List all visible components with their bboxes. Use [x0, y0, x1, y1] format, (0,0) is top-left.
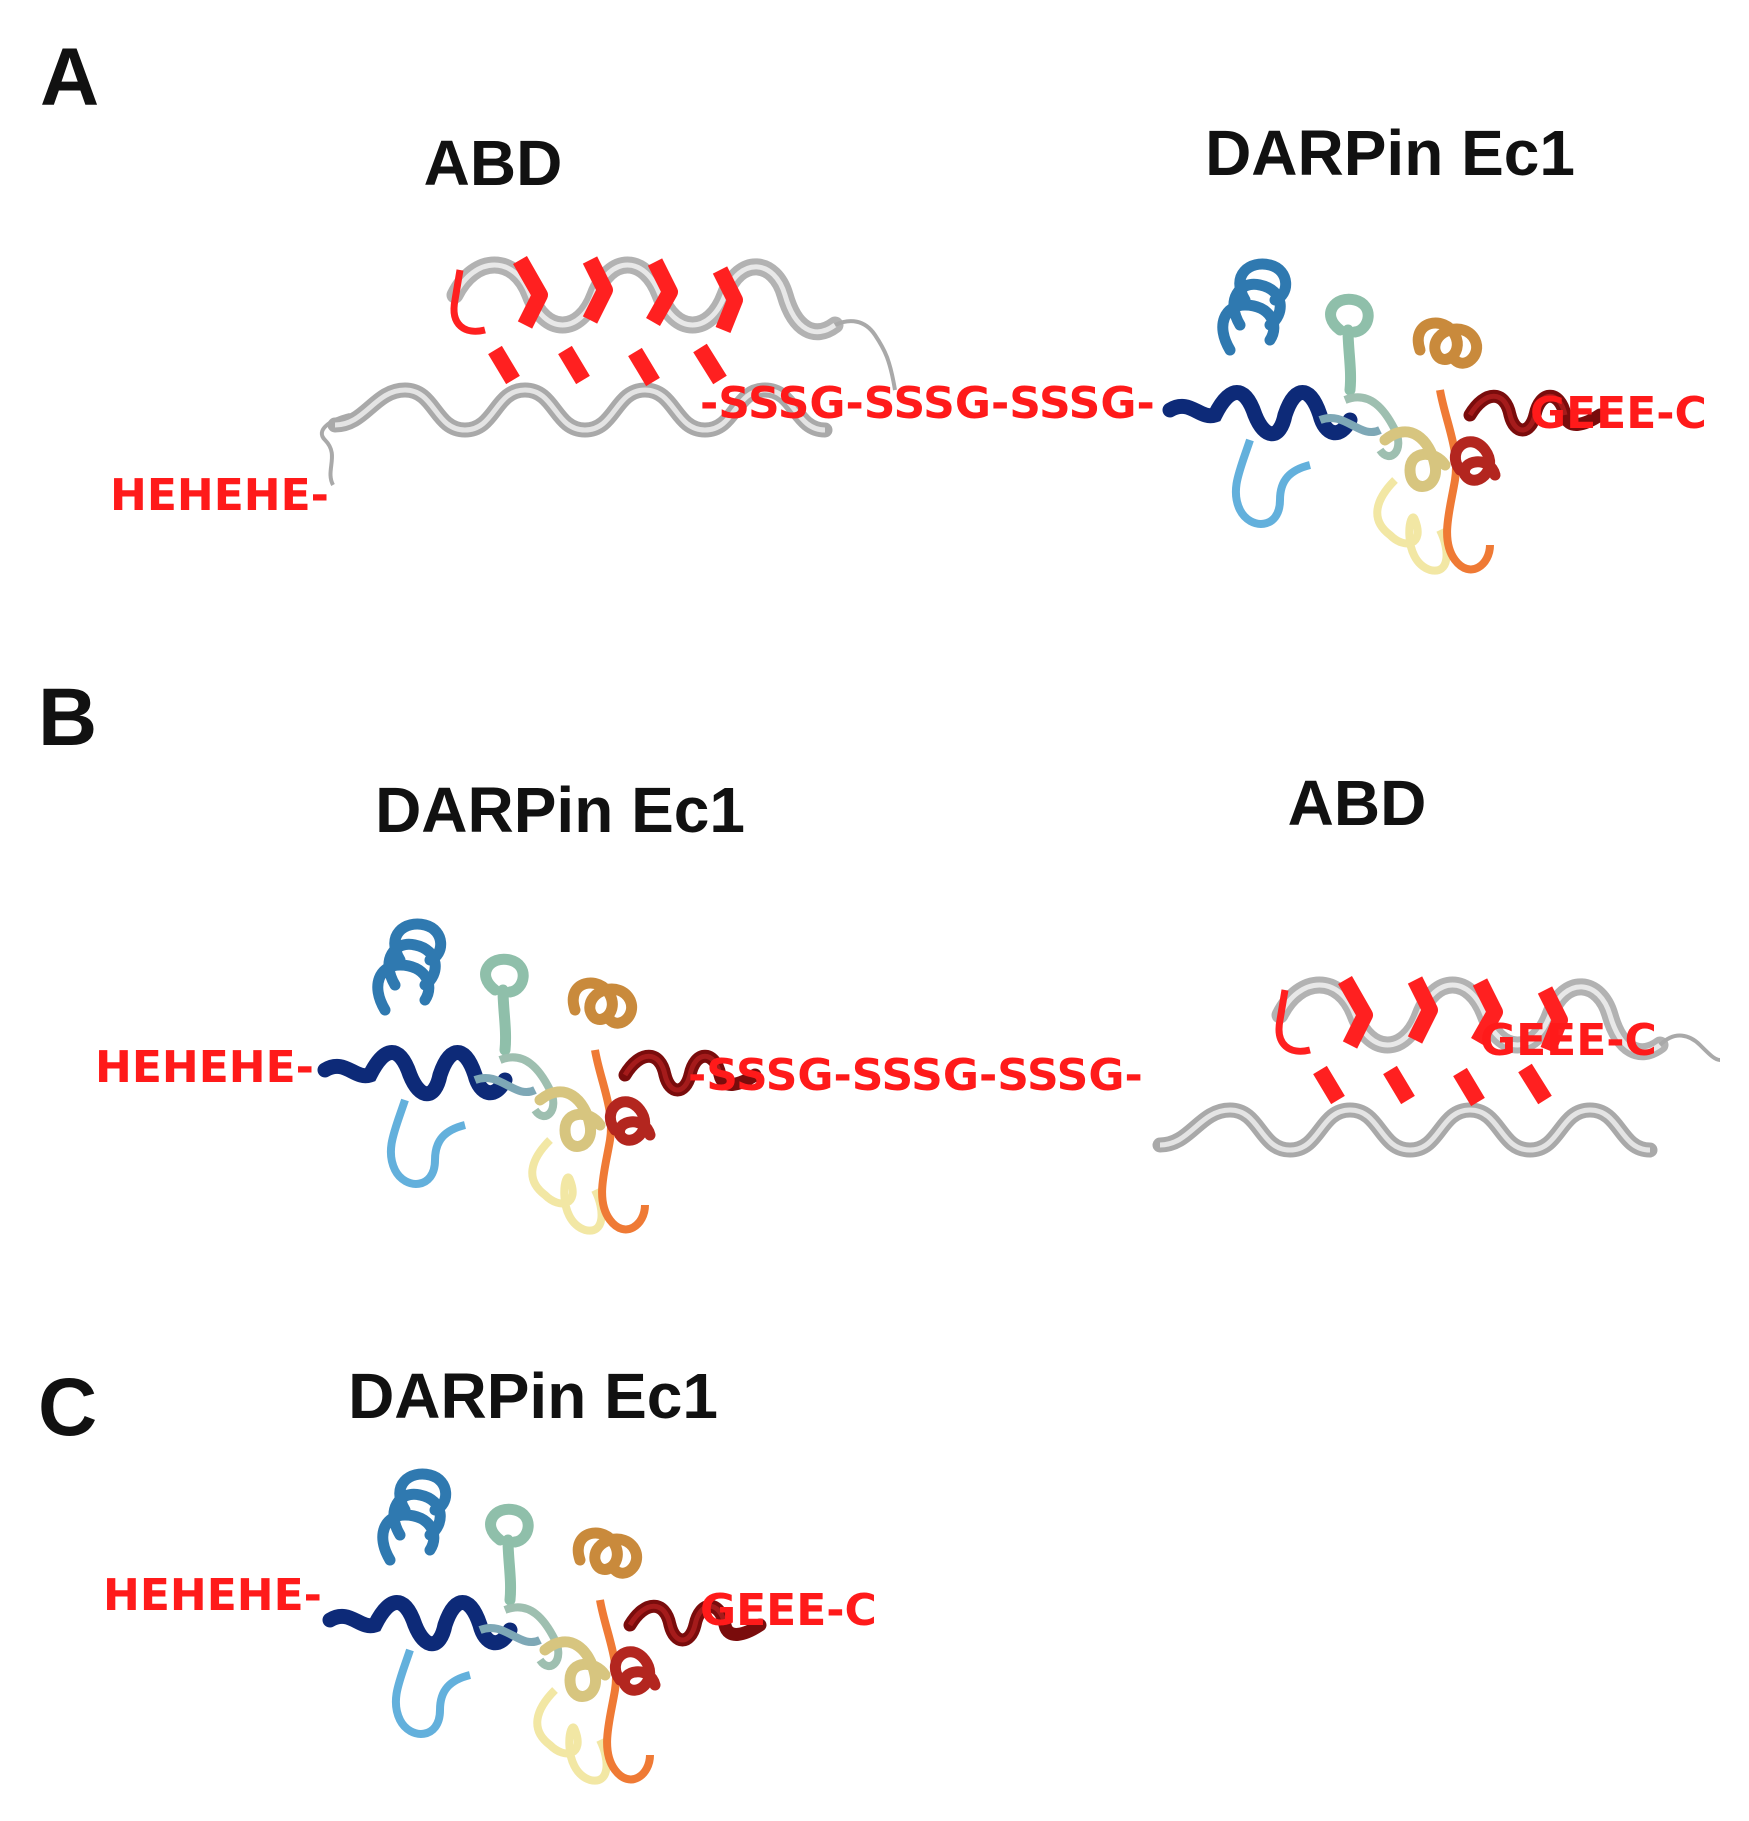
- panel-a-domain-right: DARPin Ec1: [1205, 117, 1575, 189]
- panel-b-letter: B: [38, 672, 97, 763]
- panel-b-linker: -SSSG-SSSG-SSSG-: [688, 1050, 1143, 1101]
- panel-a-c-tag: GEEE-C: [1530, 388, 1707, 439]
- panel-b-domain-right: ABD: [1288, 767, 1427, 839]
- panel-b-domain-left: DARPin Ec1: [375, 774, 745, 846]
- panel-a-letter: A: [40, 32, 99, 123]
- panel-a: A ABD DARPin Ec1 HEHEHE- -SSSG-SSSG-SSSG…: [40, 32, 1707, 571]
- panel-b-c-tag: GEEE-C: [1480, 1015, 1657, 1066]
- panel-a-linker: -SSSG-SSSG-SSSG-: [700, 378, 1155, 429]
- panel-c-n-tag: HEHEHE-: [103, 1570, 322, 1621]
- panel-c-domain: DARPin Ec1: [348, 1360, 718, 1432]
- panel-b-n-tag: HEHEHE-: [95, 1042, 314, 1093]
- panel-c-c-tag: GEEE-C: [700, 1585, 877, 1636]
- panel-b-c-linker: [1658, 1033, 1721, 1062]
- panel-a-domain-left: ABD: [424, 127, 563, 199]
- panel-c: C DARPin Ec1 HEHEHE- GEEE-C: [38, 1360, 877, 1781]
- panel-a-mid-linker: [834, 319, 897, 391]
- panel-c-letter: C: [38, 1362, 97, 1453]
- panel-a-n-tag: HEHEHE-: [110, 470, 329, 521]
- panel-c-darpin-structure: [330, 1474, 760, 1781]
- panel-b: B DARPin Ec1 ABD HEHEHE- -SSSG-SSSG-SSSG…: [38, 672, 1721, 1231]
